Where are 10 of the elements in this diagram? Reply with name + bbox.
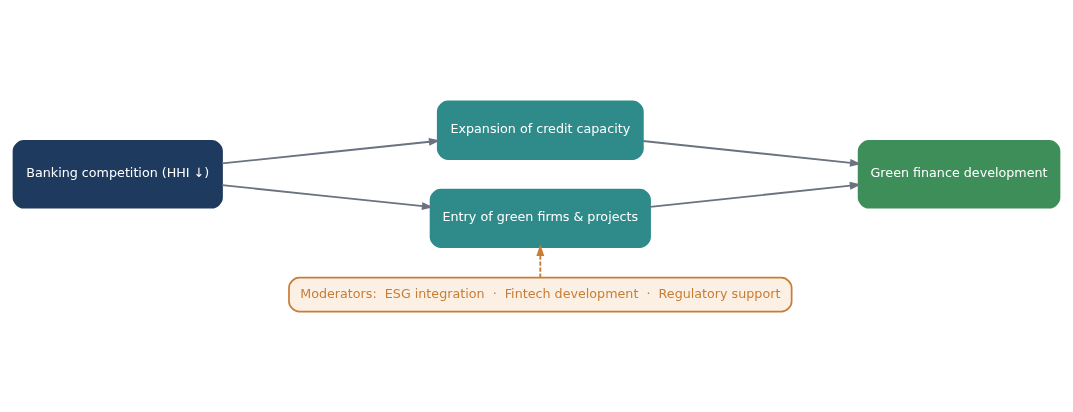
node-box: Moderators: ESG integration · Fintech development · Regulatory support (288, 276, 793, 312)
node-box: Expansion of credit capacity (436, 100, 644, 160)
arrow (221, 183, 434, 210)
node-box: Banking competition (HHI ↓) (12, 139, 223, 209)
arrow (642, 139, 862, 167)
node-box: Green finance development (857, 139, 1061, 209)
arrow (221, 137, 441, 164)
arrow (649, 181, 862, 208)
arrow (536, 244, 545, 279)
node-box: Entry of green firms & projects (429, 188, 651, 248)
